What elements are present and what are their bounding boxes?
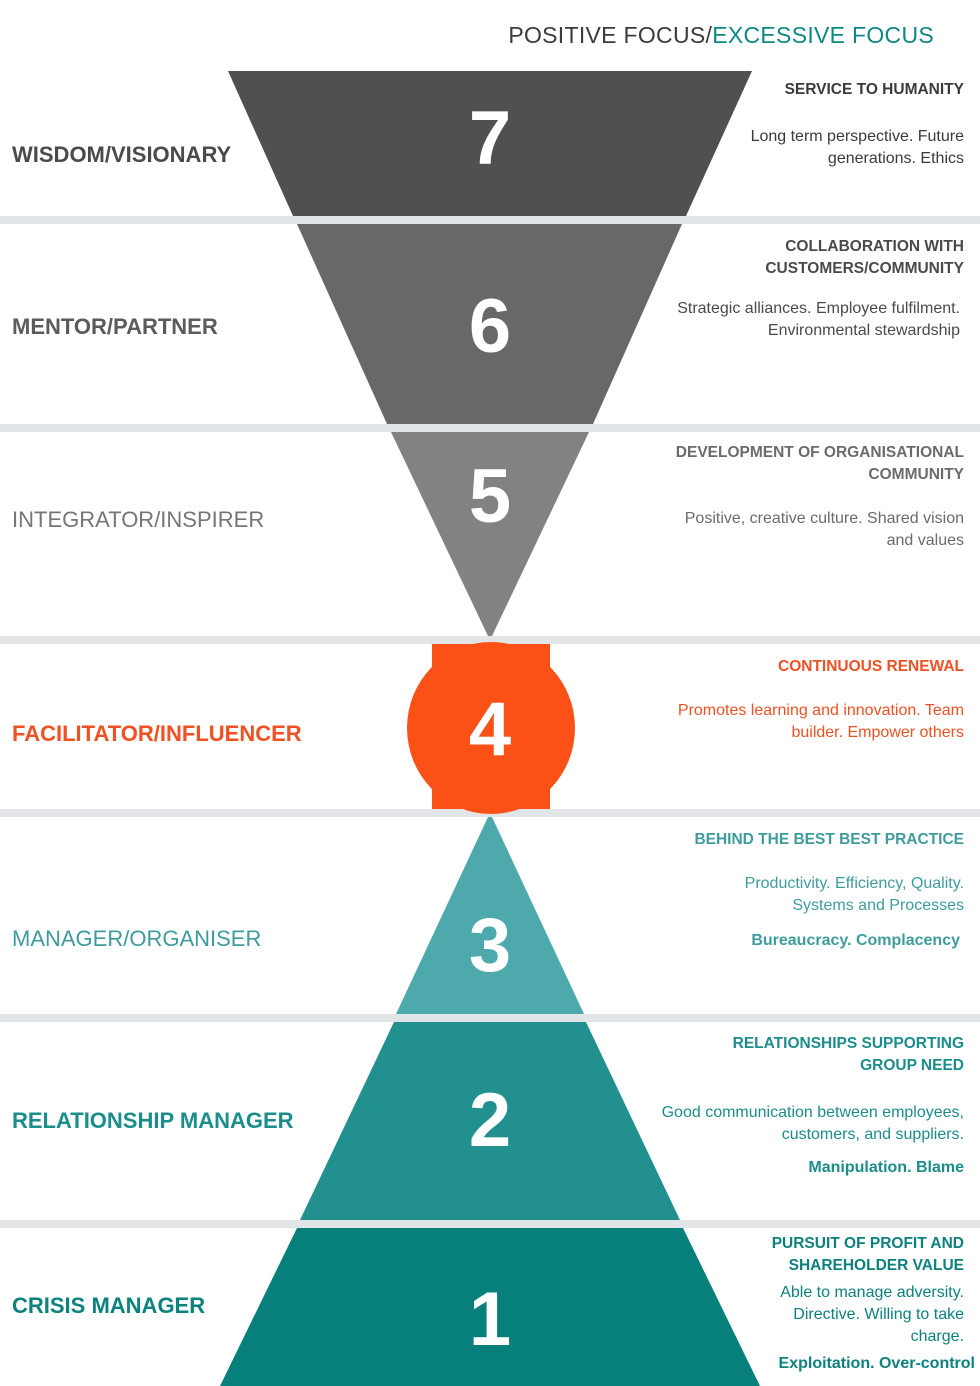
divider-3-2 <box>0 1014 980 1022</box>
divider-2-1 <box>0 1220 980 1228</box>
level-2-shape <box>300 1022 680 1220</box>
level-5-shape <box>391 432 589 636</box>
level-1-negative: Exploitation. Over-control <box>778 1355 975 1372</box>
level-4-heading: CONTINUOUS RENEWAL <box>778 658 964 675</box>
level-2-negative: Manipulation. Blame <box>808 1159 964 1176</box>
level-4-number: 4 <box>469 687 511 772</box>
level-4-shape <box>407 642 575 814</box>
excessive-focus-label: EXCESSIVE FOCUS <box>712 22 934 48</box>
level-2-number: 2 <box>469 1078 511 1163</box>
level-2-heading: RELATIONSHIPS SUPPORTING GROUP NEED <box>732 1035 964 1074</box>
level-7-name: WISDOM/VISIONARY <box>12 142 232 167</box>
level-5-heading: DEVELOPMENT OF ORGANISATIONAL COMMUNITY <box>675 444 964 483</box>
level-1-heading: PURSUIT OF PROFIT AND SHAREHOLDER VALUE <box>771 1235 964 1274</box>
level-3-number: 3 <box>469 903 511 988</box>
divider-6-5 <box>0 424 980 432</box>
level-7-heading: SERVICE TO HUMANITY <box>784 81 964 98</box>
level-3-description: Productivity. Efficiency, Quality. Syste… <box>744 875 964 914</box>
level-5-number: 5 <box>469 454 511 539</box>
divider-5-4 <box>0 636 980 644</box>
level-3-heading: BEHIND THE BEST BEST PRACTICE <box>694 831 964 848</box>
level-7-description: Long term perspective. Future generation… <box>750 128 964 167</box>
level-5-name: INTEGRATOR/INSPIRER <box>12 507 265 532</box>
level-4-description: Promotes learning and innovation. Team b… <box>677 702 964 741</box>
level-6-heading: COLLABORATION WITH CUSTOMERS/COMMUNITY <box>765 238 964 277</box>
positive-focus-label: POSITIVE FOCUS <box>508 22 706 48</box>
focus-header: POSITIVE FOCUS/EXCESSIVE FOCUS <box>508 22 934 49</box>
level-2-name: RELATIONSHIP MANAGER <box>12 1108 294 1133</box>
level-1-name: CRISIS MANAGER <box>12 1293 206 1318</box>
divider-7-6 <box>0 216 980 224</box>
level-6-name: MENTOR/PARTNER <box>12 314 218 339</box>
level-2-description: Good communication between employees, cu… <box>661 1104 964 1143</box>
level-1-description: Able to manage adversity. Directive. Wil… <box>780 1284 964 1345</box>
focus-separator: / <box>705 22 713 48</box>
level-3-negative: Bureaucracy. Complacency <box>751 932 960 949</box>
level-6-description: Strategic alliances. Employee fulfilment… <box>677 300 960 339</box>
level-6-shape <box>297 224 682 424</box>
level-7-number: 7 <box>469 96 511 181</box>
level-3-name: MANAGER/ORGANISER <box>12 926 262 951</box>
level-3-shape <box>396 817 584 1014</box>
level-1-shape <box>220 1228 760 1386</box>
level-7-shape <box>228 71 752 216</box>
level-1-number: 1 <box>469 1277 511 1362</box>
level-5-description: Positive, creative culture. Shared visio… <box>684 510 964 549</box>
level-6-number: 6 <box>469 284 511 369</box>
level-4-name: FACILITATOR/INFLUENCER <box>12 721 302 746</box>
